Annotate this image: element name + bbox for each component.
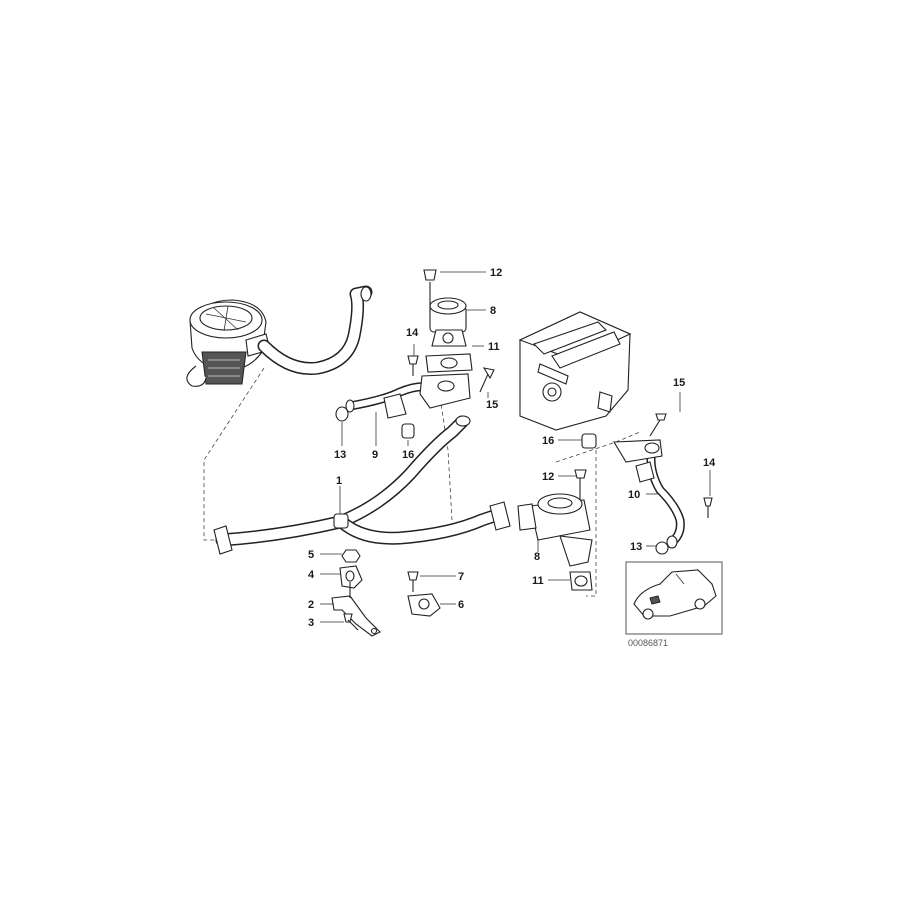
callout-7: 7 <box>458 571 464 583</box>
callout-16-left: 16 <box>402 449 414 461</box>
callout-4: 4 <box>308 569 315 581</box>
vehicle-thumbnail <box>625 561 723 635</box>
rubber-bush-left <box>401 423 415 439</box>
callout-1: 1 <box>336 475 342 487</box>
callout-8-right: 8 <box>534 551 540 563</box>
gasket-left <box>425 353 473 373</box>
holder <box>407 593 441 617</box>
callout-14-left: 14 <box>406 327 419 339</box>
callout-5: 5 <box>308 549 314 561</box>
air-pump <box>186 299 271 387</box>
callout-9: 9 <box>372 449 378 461</box>
pipe-right <box>613 439 685 549</box>
engine-block <box>518 311 632 431</box>
bolt-7 <box>407 571 419 592</box>
callout-15-right: 15 <box>673 377 685 389</box>
callout-8-top: 8 <box>490 305 496 317</box>
callout-12-top: 12 <box>490 267 502 279</box>
bracket <box>331 582 381 637</box>
pump-outlet-hose <box>257 285 373 376</box>
callout-11-top: 11 <box>488 341 500 353</box>
o-ring-left <box>335 406 349 422</box>
bolts-left <box>407 355 495 393</box>
reference-number: 00086871 <box>628 638 668 648</box>
callout-6: 6 <box>458 599 464 611</box>
callout-12-right: 12 <box>542 471 554 483</box>
check-valve-left <box>423 269 467 347</box>
callout-15-left: 15 <box>486 399 498 411</box>
rubber-bush-right <box>581 433 597 449</box>
callout-16-right: 16 <box>542 435 554 447</box>
pipe-left <box>345 373 471 419</box>
leader-lines <box>320 271 711 623</box>
callout-11-right: 11 <box>532 575 544 587</box>
o-ring-right <box>655 541 669 555</box>
clamp <box>339 565 363 589</box>
main-y-hose <box>213 415 511 555</box>
callout-10: 10 <box>628 489 640 501</box>
check-valve-right <box>517 469 593 567</box>
bolt-3 <box>343 613 359 631</box>
callout-13-right: 13 <box>630 541 642 553</box>
callout-2: 2 <box>308 599 314 611</box>
callout-14-right: 14 <box>703 457 716 469</box>
callout-3: 3 <box>308 617 314 629</box>
gasket-right <box>569 571 593 591</box>
callouts: 12 8 14 11 15 13 9 16 1 5 4 2 3 7 6 15 1… <box>308 267 716 629</box>
bolts-right <box>649 413 713 518</box>
callout-13-left: 13 <box>334 449 346 461</box>
nut <box>341 549 361 563</box>
